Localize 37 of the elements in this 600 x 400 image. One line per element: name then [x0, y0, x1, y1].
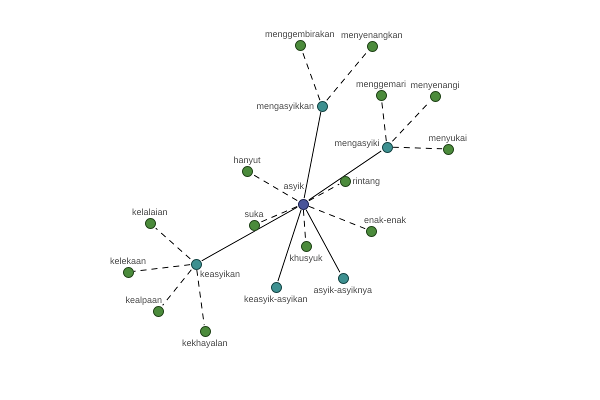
node-label: asyik	[284, 180, 304, 190]
node-label: menyukai	[428, 132, 468, 142]
connector-line	[302, 50, 320, 101]
node-label: hanyut	[234, 154, 261, 164]
connector-line	[304, 111, 322, 199]
node-label: suka	[244, 208, 264, 218]
node-label: rintang	[352, 176, 380, 186]
node-label: mengasyikkan	[256, 101, 314, 111]
connector-line	[308, 150, 382, 201]
node-label: keasyikan	[200, 268, 240, 278]
connector-line	[381, 100, 387, 142]
connector-line	[162, 269, 192, 306]
node-label: kealpaan	[126, 294, 162, 304]
node-label: asyik-asyiknya	[314, 284, 372, 294]
connector-line	[392, 146, 443, 150]
node-label: mengasyiki	[334, 138, 380, 148]
node-label: menyenangkan	[341, 30, 403, 40]
node-label: khusyuk	[290, 252, 323, 262]
connector-line	[252, 174, 298, 202]
node-label: menggemari	[356, 78, 406, 88]
node-label: menyenangi	[410, 80, 460, 90]
connector-line	[277, 209, 302, 282]
connector-line	[259, 206, 298, 224]
node-label: kelalaian	[132, 206, 168, 216]
connector-line	[133, 264, 191, 272]
connector-line	[155, 228, 191, 260]
connector-line	[326, 51, 368, 101]
connector-line	[306, 209, 340, 273]
node-label: enak-enak	[364, 214, 406, 224]
node-label: kelekaan	[110, 256, 146, 266]
node-label: menggembirakan	[265, 28, 335, 38]
connector-line	[308, 184, 340, 202]
node-label: keasyik-asyikan	[244, 294, 308, 304]
connector-line	[201, 206, 298, 262]
node-label: kekhayalan	[182, 338, 228, 348]
connector-line	[196, 269, 205, 326]
connector-line	[308, 206, 366, 230]
